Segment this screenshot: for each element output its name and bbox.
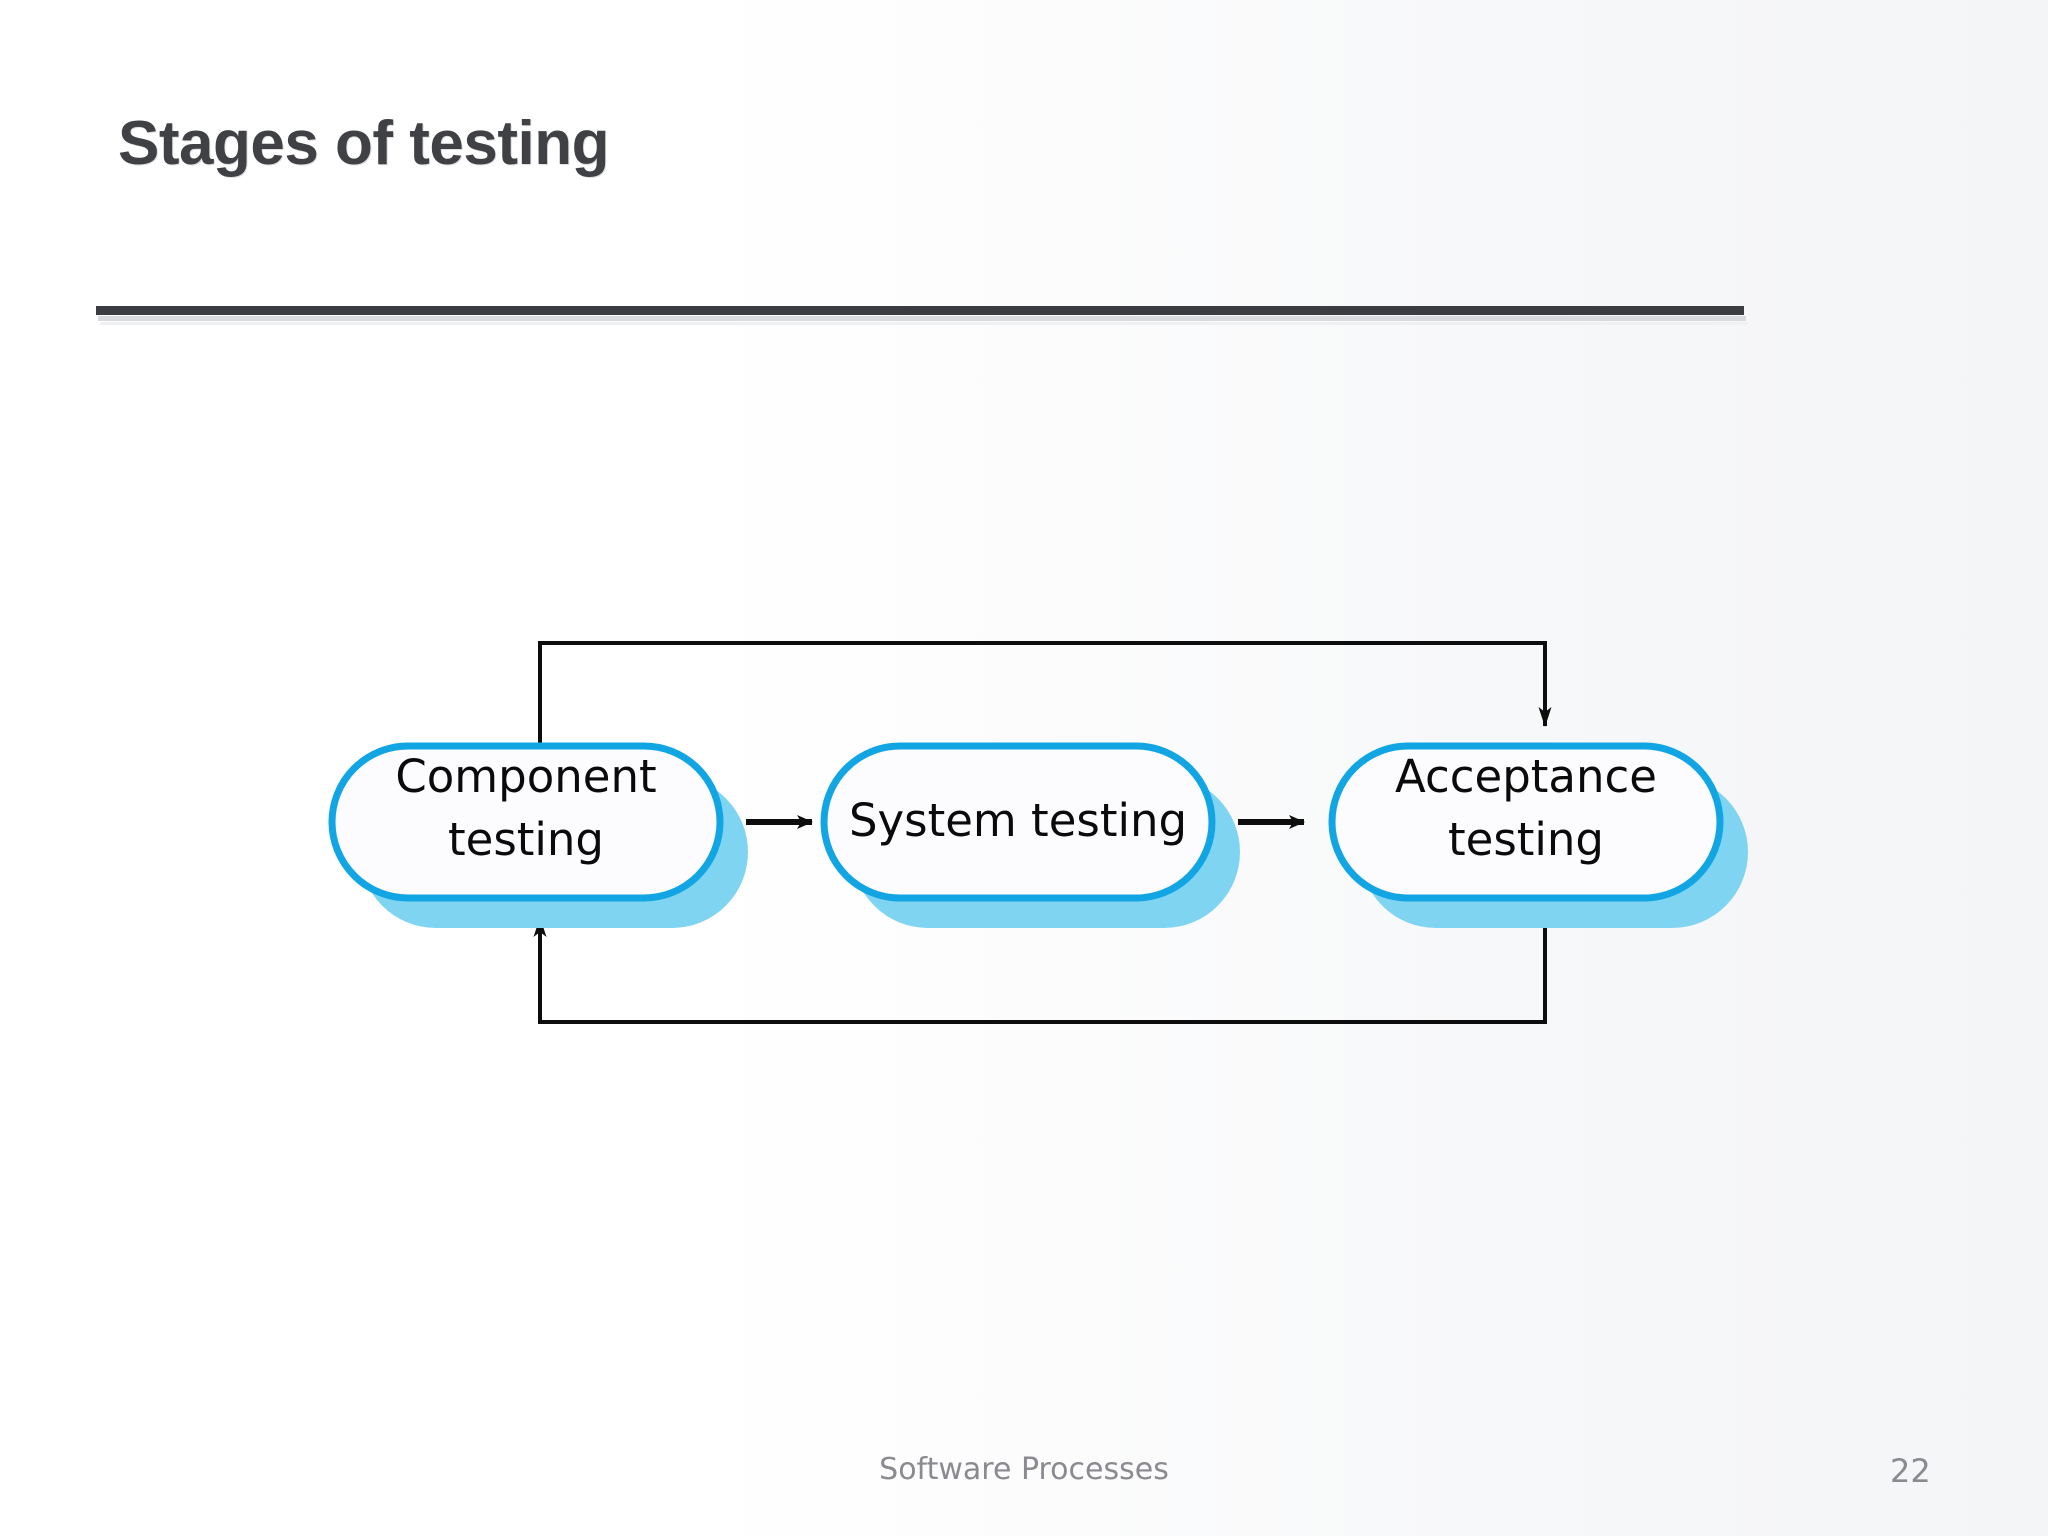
node-system-body — [820, 742, 1216, 902]
title-divider-faint-bar — [100, 322, 1748, 325]
node-acceptance-testing[interactable]: Acceptance testing — [1328, 742, 1748, 928]
node-acceptance-label-line1: Acceptance — [1395, 750, 1657, 803]
title-divider-light-bar — [98, 316, 1746, 321]
edge-feedback-top — [538, 641, 1552, 744]
title-divider-dark-bar — [96, 306, 1744, 315]
node-acceptance-body — [1328, 742, 1724, 902]
node-component-body — [328, 742, 724, 902]
node-component-label-line1: Component — [395, 750, 656, 803]
node-system-testing[interactable]: System testing — [820, 742, 1240, 928]
page-title: Stages of testing — [118, 109, 610, 178]
node-system-label-line1: System testing — [849, 794, 1187, 847]
edge-feedback-bottom — [533, 900, 1547, 1024]
page-number: 22 — [1890, 1452, 1931, 1490]
node-component-testing[interactable]: Component testing — [328, 742, 748, 928]
node-acceptance-label-line2: testing — [1448, 813, 1604, 866]
title-divider — [96, 306, 1748, 325]
node-component-label-line2: testing — [448, 813, 604, 866]
footer-title: Software Processes — [879, 1452, 1169, 1487]
